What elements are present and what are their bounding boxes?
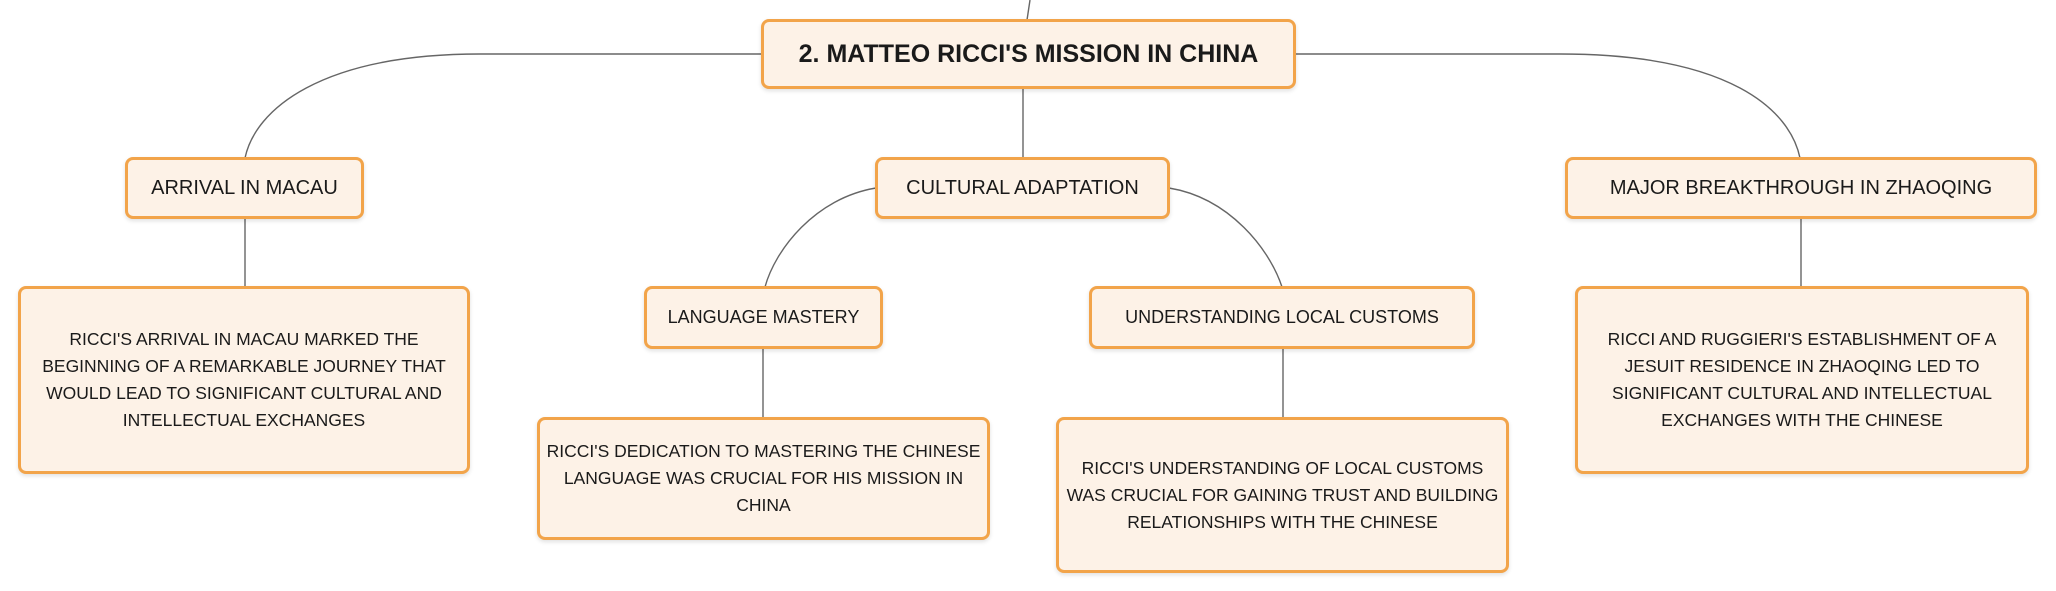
detail-major-breakthrough[interactable]: RICCI AND RUGGIERI'S ESTABLISHMENT OF A …: [1575, 286, 2029, 474]
connector-cultural-to-language: [764, 187, 877, 288]
node-language-mastery-label: LANGUAGE MASTERY: [667, 307, 860, 327]
detail-arrival-in-macau-text: RICCI'S ARRIVAL IN MACAU MARKED THE BEGI…: [42, 329, 446, 430]
detail-major-breakthrough-text: RICCI AND RUGGIERI'S ESTABLISHMENT OF A …: [1607, 329, 1997, 430]
node-understanding-local-customs[interactable]: UNDERSTANDING LOCAL CUSTOMS: [1089, 286, 1475, 349]
detail-understanding-local-customs-text: RICCI'S UNDERSTANDING OF LOCAL CUSTOMS W…: [1066, 457, 1499, 532]
node-major-breakthrough-label: MAJOR BREAKTHROUGH IN ZHAOQING: [1609, 176, 1993, 199]
connector-cultural-to-customs: [1168, 187, 1283, 288]
node-cultural-adaptation-label: CULTURAL ADAPTATION: [906, 176, 1139, 199]
root-node[interactable]: 2. MATTEO RICCI'S MISSION IN CHINA: [761, 19, 1296, 89]
node-cultural-adaptation[interactable]: CULTURAL ADAPTATION: [875, 157, 1170, 219]
detail-language-mastery-text: RICCI'S DEDICATION TO MASTERING THE CHIN…: [546, 441, 981, 515]
detail-understanding-local-customs[interactable]: RICCI'S UNDERSTANDING OF LOCAL CUSTOMS W…: [1056, 417, 1509, 573]
connector-root-parent: [1026, 0, 1031, 21]
detail-language-mastery[interactable]: RICCI'S DEDICATION TO MASTERING THE CHIN…: [537, 417, 990, 540]
node-major-breakthrough[interactable]: MAJOR BREAKTHROUGH IN ZHAOQING: [1565, 157, 2037, 219]
node-arrival-in-macau[interactable]: ARRIVAL IN MACAU: [125, 157, 364, 219]
node-arrival-in-macau-label: ARRIVAL IN MACAU: [151, 176, 338, 199]
detail-arrival-in-macau[interactable]: RICCI'S ARRIVAL IN MACAU MARKED THE BEGI…: [18, 286, 470, 474]
connector-root-to-breakthrough: [1295, 53, 1801, 159]
node-understanding-local-customs-label: UNDERSTANDING LOCAL CUSTOMS: [1125, 307, 1439, 327]
connector-root-to-arrival: [244, 53, 763, 159]
root-node-label: 2. MATTEO RICCI'S MISSION IN CHINA: [798, 39, 1259, 68]
node-language-mastery[interactable]: LANGUAGE MASTERY: [644, 286, 883, 349]
